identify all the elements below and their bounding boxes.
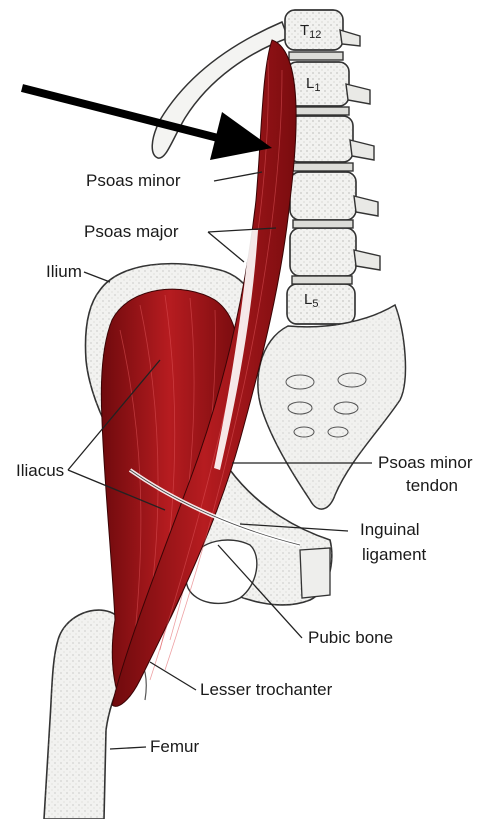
label-ilium: Ilium bbox=[46, 262, 82, 282]
vertebra-label-l1: L1 bbox=[306, 76, 320, 96]
label-pubic-bone: Pubic bone bbox=[308, 628, 393, 648]
vertebral-column bbox=[285, 10, 380, 324]
label-psoas-minor: Psoas minor bbox=[86, 171, 180, 191]
pointer-arrow bbox=[22, 88, 272, 160]
vertebra-label-l5: L5 bbox=[304, 292, 318, 312]
vertebra-label-t12: T12 bbox=[300, 23, 321, 43]
label-inguinal-2: ligament bbox=[362, 545, 426, 565]
leader-ilium bbox=[84, 272, 110, 282]
label-psoas-minor-tendon-1: Psoas minor bbox=[378, 453, 472, 473]
leader-psoas-minor bbox=[214, 172, 262, 181]
label-psoas-major: Psoas major bbox=[84, 222, 178, 242]
leader-femur bbox=[110, 747, 146, 749]
leader-lesser-trochanter bbox=[150, 662, 196, 690]
vertebra-l1-number: 1 bbox=[314, 82, 320, 94]
label-femur: Femur bbox=[150, 737, 199, 757]
vertebra-t12-number: 12 bbox=[309, 29, 321, 41]
vertebra-l5-number: 5 bbox=[312, 298, 318, 310]
vertebra-t12-letter: T bbox=[300, 22, 309, 39]
label-lesser-trochanter: Lesser trochanter bbox=[200, 680, 332, 700]
label-psoas-minor-tendon-2: tendon bbox=[406, 476, 458, 496]
label-iliacus: Iliacus bbox=[16, 461, 64, 481]
leader-psoas-major-b bbox=[208, 232, 244, 262]
label-inguinal-1: Inguinal bbox=[360, 520, 420, 540]
